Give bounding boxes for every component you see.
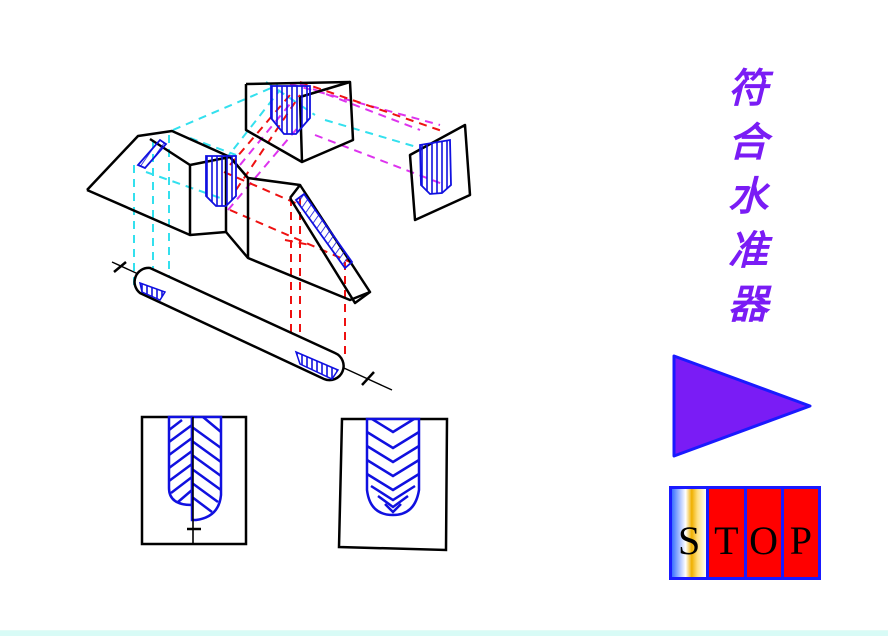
prism-hatching: [136, 85, 452, 270]
red-rays: [223, 81, 446, 355]
level-vial: [111, 261, 393, 391]
title-char: 准: [728, 228, 768, 274]
stop-letter: S: [672, 489, 707, 577]
title-char: 合: [728, 120, 768, 166]
stop-letter: P: [783, 489, 818, 577]
title-char: 器: [728, 282, 768, 328]
title-vertical: 符 合 水 准 器: [718, 62, 778, 332]
title-char: 符: [728, 66, 768, 112]
play-triangle-icon: [672, 354, 812, 458]
bottom-divider: [0, 630, 888, 636]
play-button[interactable]: [670, 352, 816, 460]
stop-button[interactable]: S T O P: [669, 486, 821, 580]
left-bubble-view: [140, 415, 248, 546]
right-bubble-view: [337, 417, 449, 552]
stop-letter: T: [709, 489, 744, 577]
stop-letter: O: [746, 489, 781, 577]
title-char: 水: [728, 174, 768, 220]
